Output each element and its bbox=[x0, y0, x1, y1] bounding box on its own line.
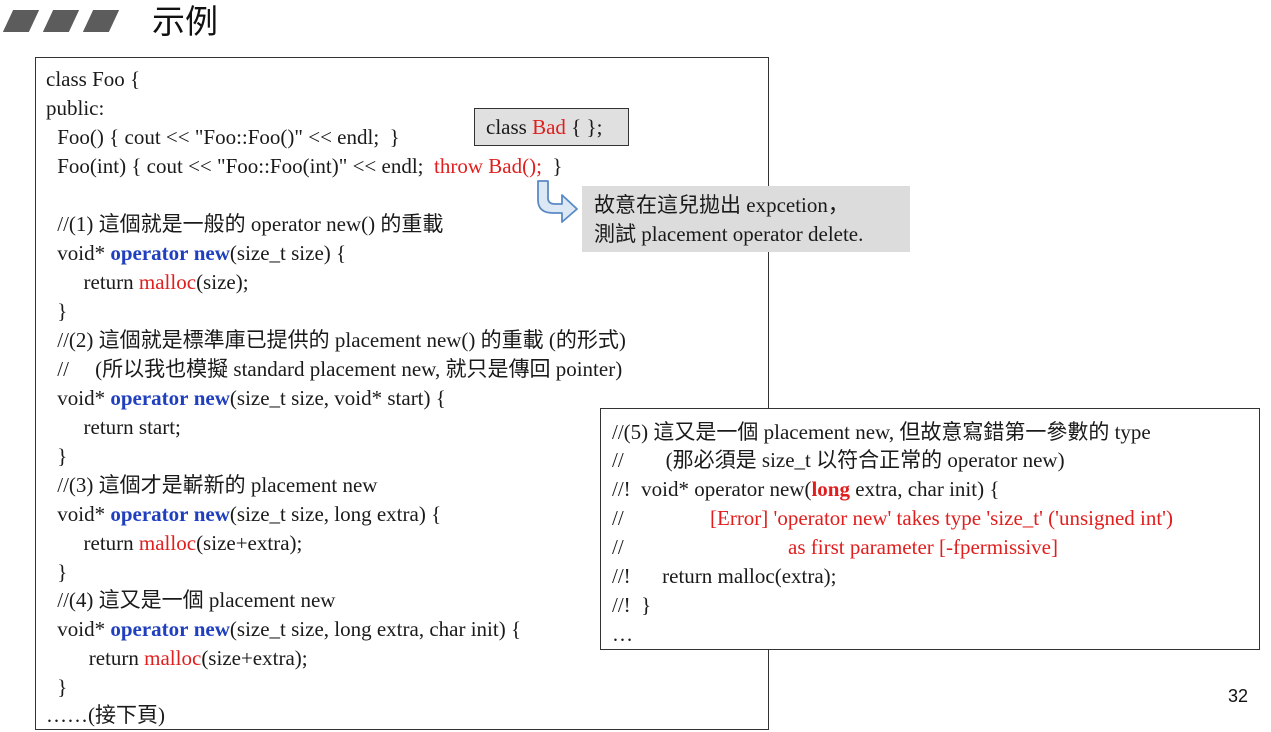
code-text: (size); bbox=[196, 270, 249, 294]
code-comment: // bbox=[612, 506, 624, 530]
code-line: return malloc(size+extra); bbox=[52, 529, 303, 558]
code-text: void* bbox=[52, 617, 111, 641]
code-text: //! void* operator new( bbox=[612, 477, 812, 501]
code-line: void* operator new(size_t size, void* st… bbox=[52, 384, 446, 413]
malloc-call: malloc bbox=[144, 646, 202, 670]
error-message: [Error] 'operator new' takes type 'size_… bbox=[710, 506, 1173, 530]
code-line: } bbox=[52, 299, 68, 323]
code-comment: //! return malloc(extra); bbox=[612, 564, 837, 588]
note-line: 測試 placement operator delete. bbox=[594, 222, 864, 246]
class-bad-name: Bad bbox=[532, 115, 566, 139]
code-text: (size+extra); bbox=[201, 646, 308, 670]
code-line: } bbox=[52, 560, 68, 584]
code-text: void* bbox=[52, 386, 111, 410]
code-comment: //(3) 這個才是嶄新的 placement new bbox=[52, 473, 378, 497]
class-bad-callout: class Bad { }; bbox=[474, 108, 629, 146]
code-line: return start; bbox=[52, 415, 181, 439]
continued-note: ……(接下頁) bbox=[46, 703, 165, 727]
code-line: void* operator new(size_t size) { bbox=[52, 239, 346, 268]
keyword-operator: operator bbox=[110, 617, 189, 641]
header-bar bbox=[42, 10, 80, 32]
code-line: } bbox=[52, 675, 68, 699]
malloc-call: malloc bbox=[138, 270, 197, 294]
code-comment: //! void* operator new(long extra, char … bbox=[612, 475, 999, 504]
code-line: Foo() { cout << "Foo::Foo()" << endl; } bbox=[52, 125, 400, 149]
code-comment: //(4) 這又是一個 placement new bbox=[52, 588, 336, 612]
keyword-new: new bbox=[193, 502, 230, 526]
code-text: Foo(int) { cout << "Foo::Foo(int)" << en… bbox=[52, 154, 435, 178]
side-code-box bbox=[600, 408, 1260, 650]
keyword-operator: operator bbox=[110, 386, 189, 410]
error-message: as first parameter [-fpermissive] bbox=[788, 535, 1058, 559]
code-line: return malloc(size); bbox=[52, 268, 249, 297]
code-comment: // (所以我也模擬 standard placement new, 就只是傳回… bbox=[52, 357, 623, 381]
curved-arrow-icon bbox=[537, 180, 578, 223]
code-text: return bbox=[52, 531, 139, 555]
code-comment: //(1) 這個就是一般的 operator new() 的重載 bbox=[52, 212, 444, 236]
code-text: (size_t size, long extra) { bbox=[229, 502, 442, 526]
code-text: (size_t size) { bbox=[229, 241, 347, 265]
code-comment: //(2) 這個就是標準庫已提供的 placement new() 的重載 (的… bbox=[52, 328, 626, 352]
code-text: void* bbox=[52, 502, 111, 526]
code-comment: //(5) 這又是一個 placement new, 但故意寫錯第一參數的 ty… bbox=[612, 420, 1151, 444]
header-decoration bbox=[0, 10, 130, 32]
throw-statement: throw Bad(); bbox=[434, 154, 542, 178]
code-text: (size_t size, void* start) { bbox=[229, 386, 446, 410]
code-text: } bbox=[541, 154, 563, 178]
code-line: class Foo { bbox=[46, 67, 141, 91]
code-line: public: bbox=[46, 96, 105, 120]
code-text: return bbox=[52, 646, 145, 670]
code-text: return bbox=[52, 270, 139, 294]
header-bar bbox=[82, 10, 120, 32]
page-number: 32 bbox=[1228, 686, 1249, 706]
code-line: void* operator new(size_t size, long ext… bbox=[52, 500, 441, 529]
code-text: extra, char init) { bbox=[849, 477, 1000, 501]
keyword-operator: operator bbox=[110, 502, 189, 526]
code-text: (size+extra); bbox=[196, 531, 303, 555]
keyword-new: new bbox=[193, 617, 230, 641]
code-comment: // (那必須是 size_t 以符合正常的 operator new) bbox=[612, 448, 1065, 472]
callout-text: { }; bbox=[565, 115, 603, 139]
malloc-call: malloc bbox=[138, 531, 197, 555]
keyword-new: new bbox=[193, 241, 230, 265]
code-line: } bbox=[52, 444, 68, 468]
main-code-box bbox=[35, 57, 769, 730]
code-line: void* operator new(size_t size, long ext… bbox=[52, 615, 521, 644]
keyword-new: new bbox=[193, 386, 230, 410]
long-keyword: long bbox=[811, 477, 850, 501]
note-line: 故意在這兒拋出 expcetion， bbox=[594, 193, 849, 217]
code-text: (size_t size, long extra, char init) { bbox=[229, 617, 522, 641]
callout-text: class bbox=[486, 115, 533, 139]
keyword-operator: operator bbox=[110, 241, 189, 265]
code-comment: // bbox=[612, 535, 624, 559]
code-line: Foo(int) { cout << "Foo::Foo(int)" << en… bbox=[52, 152, 563, 181]
code-text: void* bbox=[52, 241, 111, 265]
code-ellipsis: … bbox=[612, 622, 633, 646]
code-line: return malloc(size+extra); bbox=[52, 644, 308, 673]
header-bar bbox=[2, 10, 40, 32]
code-comment: //! } bbox=[612, 593, 652, 617]
exception-note: 故意在這兒拋出 expcetion， 測試 placement operator … bbox=[582, 186, 910, 252]
slide-title: 示例 bbox=[152, 2, 218, 41]
